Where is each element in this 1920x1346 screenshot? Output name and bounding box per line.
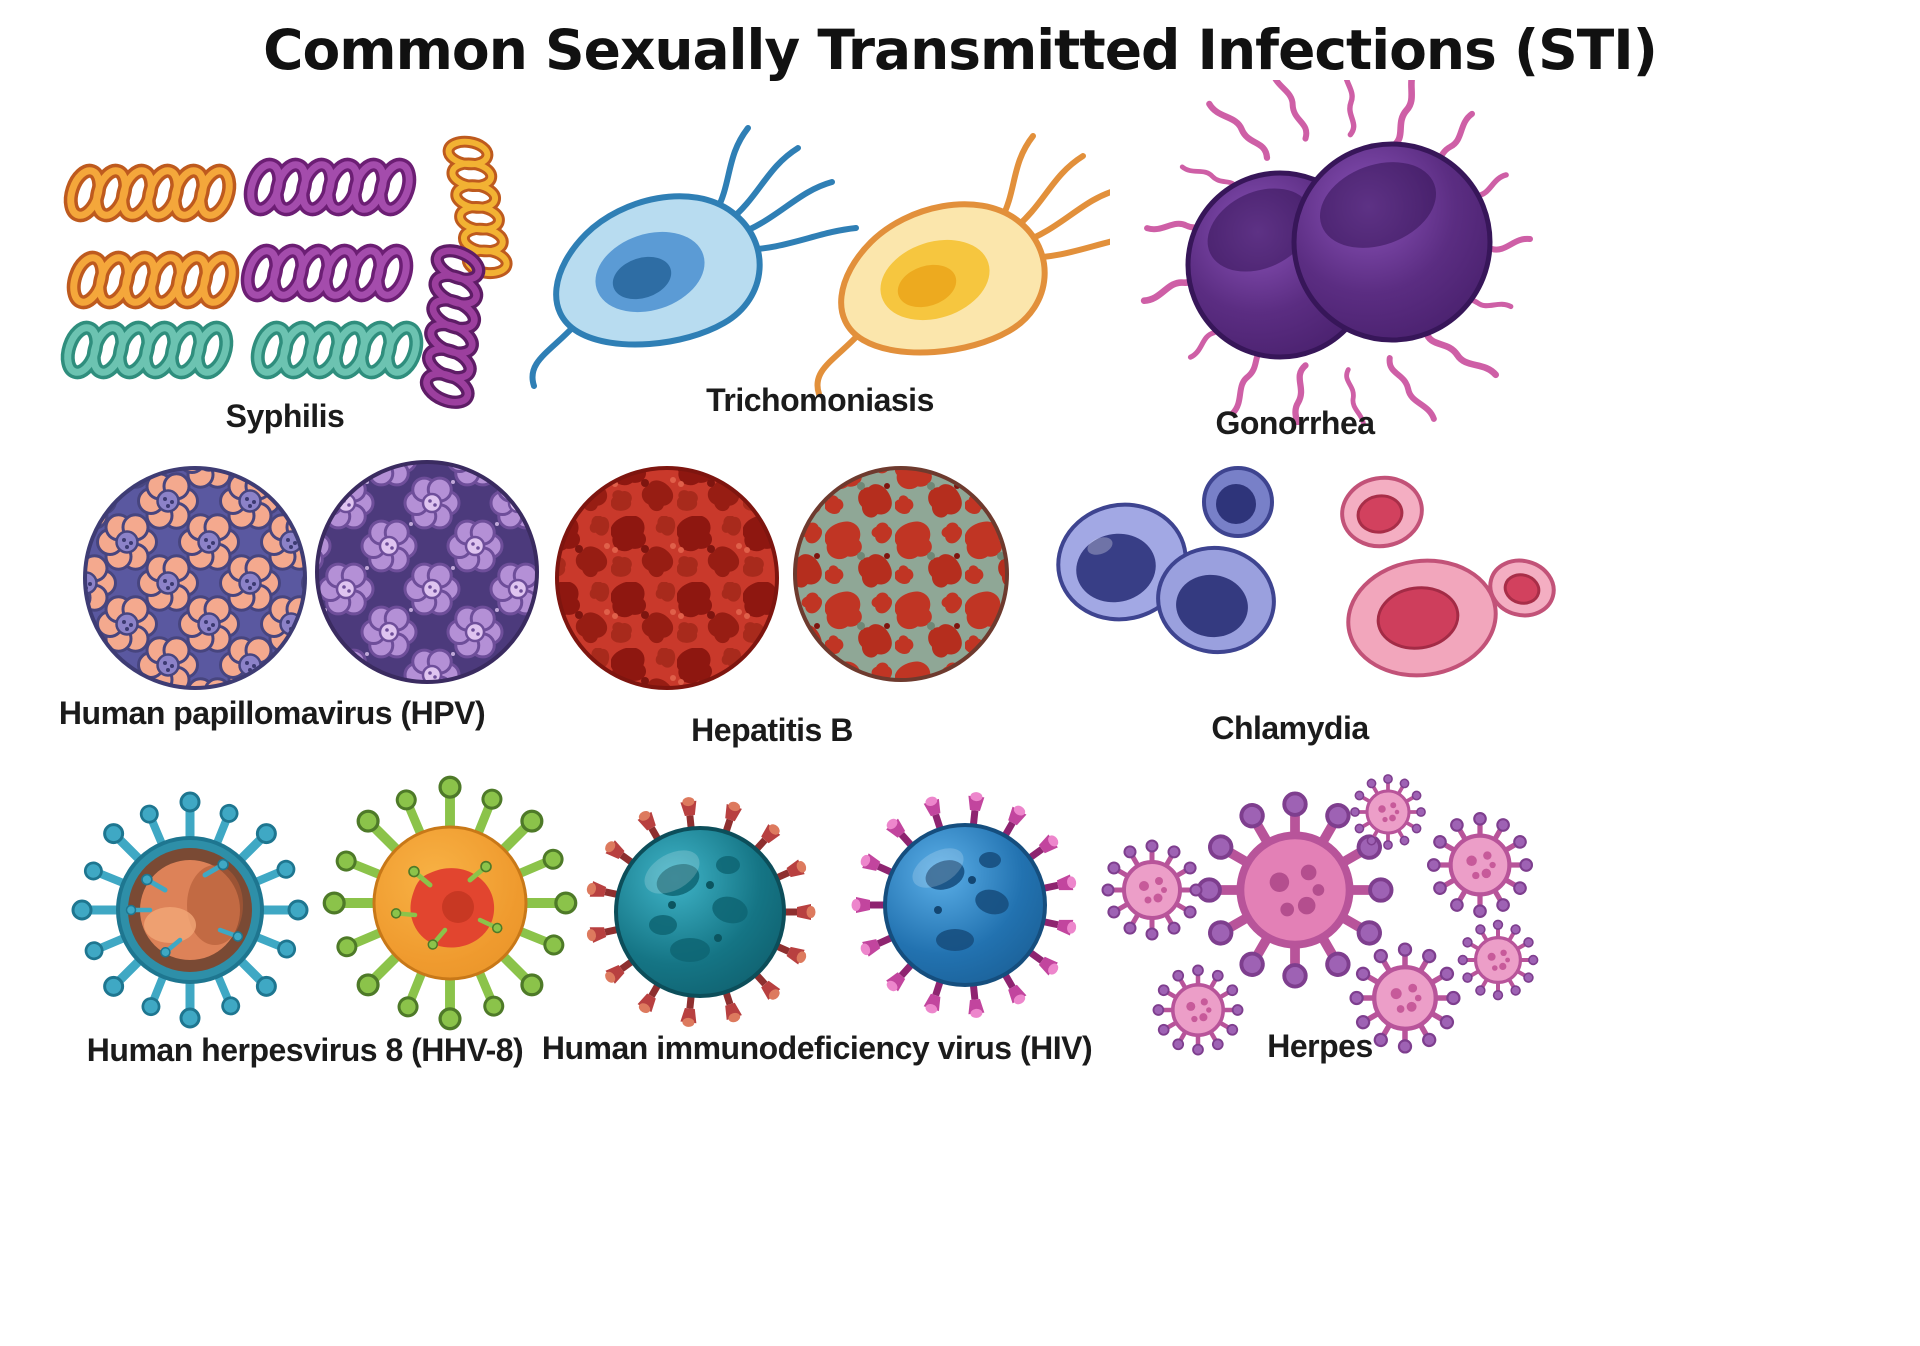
hbv-mottled-sphere-icon [793, 466, 1009, 682]
chlamydia-purple-cells-icon [1056, 466, 1276, 655]
herpes-label: Herpes [1267, 1028, 1373, 1064]
diplococcus-cells-icon [1185, 141, 1493, 360]
chlamydia-label: Chlamydia [1211, 710, 1369, 746]
protozoan-orange-icon [817, 136, 1110, 394]
hpv-capsid-salmon-icon [83, 466, 307, 690]
spirochete-teal-icon [63, 324, 232, 376]
trichomoniasis-illustration [532, 128, 1110, 394]
gonorrhea-label: Gonorrhea [1215, 405, 1375, 441]
hepatitis-b-illustration [555, 466, 1009, 690]
spirochete-vertical-purple-icon [421, 244, 484, 408]
spirochete-purple-icon [246, 161, 415, 213]
syphilis-label: Syphilis [225, 398, 345, 434]
hhv8-illustration [73, 777, 576, 1029]
chlamydia-illustration [1056, 466, 1556, 678]
hhv8-teal-virion-icon [73, 793, 307, 1027]
spirochete-teal-icon [253, 324, 422, 376]
hbv-red-sphere-icon [555, 466, 779, 690]
spirochete-orange-icon [69, 254, 238, 306]
hiv-label: Human immunodeficiency virus (HIV) [541, 1030, 1093, 1066]
herpes-virion-cluster-icon [1102, 774, 1538, 1055]
gonorrhea-illustration [1110, 80, 1570, 425]
hhv8-green-virion-icon [324, 777, 576, 1029]
hpv-illustration [83, 460, 539, 690]
page-title: Common Sexually Transmitted Infections (… [263, 18, 1658, 82]
trichomoniasis-label: Trichomoniasis [706, 382, 934, 418]
hhv8-label: Human herpesvirus 8 (HHV-8) [86, 1032, 524, 1068]
hpv-label: Human papillomavirus (HPV) [58, 695, 486, 731]
hiv-illustration [585, 791, 1078, 1028]
herpes-illustration [1102, 774, 1538, 1055]
hepatitis-b-label: Hepatitis B [691, 712, 853, 748]
hiv-teal-virion-icon [585, 796, 816, 1028]
hpv-capsid-purple-icon [315, 460, 539, 684]
chlamydia-pink-cells-icon [1340, 475, 1556, 678]
spirochete-purple-icon [243, 247, 412, 299]
hiv-blue-virion-icon [851, 791, 1078, 1019]
spirochete-orange-icon [66, 167, 235, 219]
protozoan-blue-icon [532, 128, 856, 386]
